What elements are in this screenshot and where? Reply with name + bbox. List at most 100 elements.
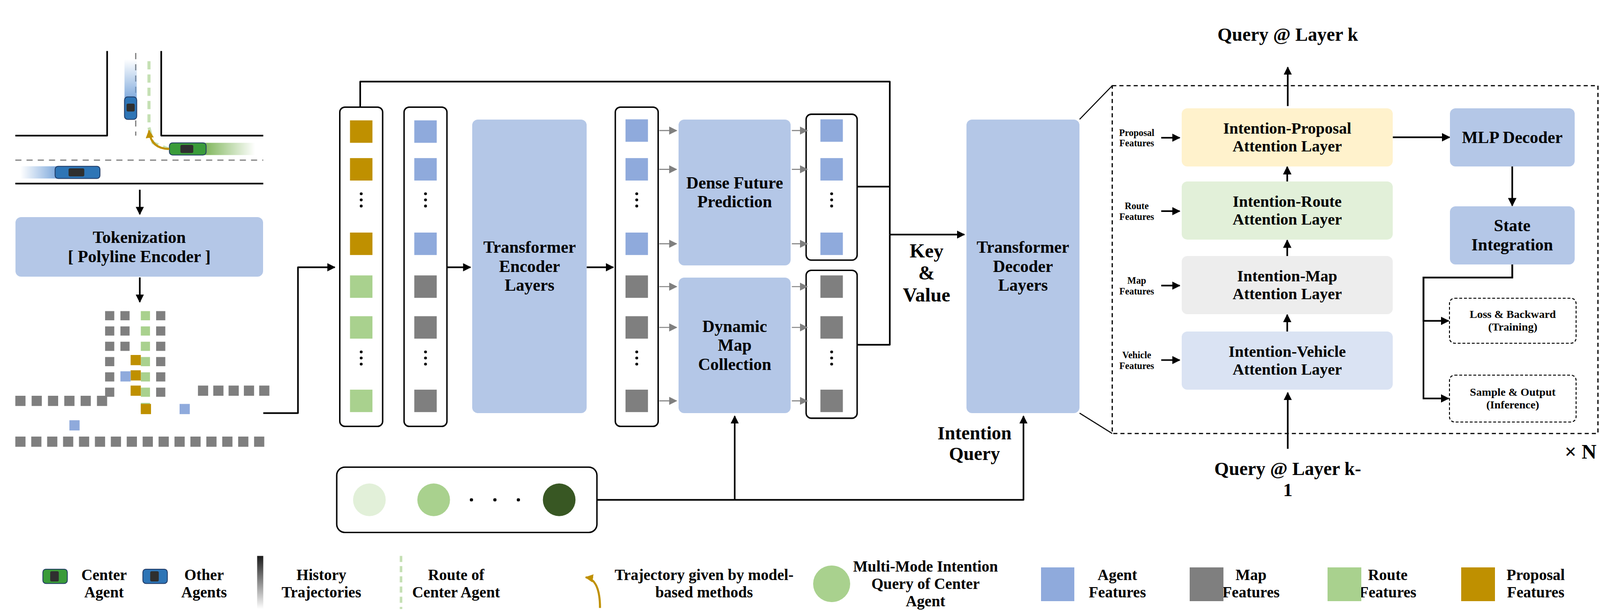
process-box: Intention-Route Attention Layer (1181, 181, 1393, 240)
map-token (206, 436, 217, 447)
legend-other-agent (143, 569, 168, 584)
ellipsis-dot (635, 362, 639, 366)
ellipsis-dot (830, 356, 833, 360)
box-label: Dense Future Prediction (685, 173, 785, 212)
intention-query-box (336, 467, 597, 533)
legend-label: Center Agent (73, 566, 136, 602)
map-token (15, 395, 26, 407)
lane-divider (15, 159, 264, 161)
legend-swatch (1189, 567, 1224, 602)
small-arrow (792, 400, 808, 402)
feature-token (820, 389, 844, 413)
feature-token (414, 120, 437, 144)
box-label: MLP Decoder (1461, 128, 1563, 147)
process-box: Tokenization[ Polyline Encoder ] (15, 217, 264, 277)
small-arrow (792, 243, 808, 245)
proposal-trajectory (149, 130, 170, 149)
map-token (105, 372, 115, 382)
map-token (110, 436, 121, 447)
small-arrow (792, 326, 808, 328)
process-box: Dense Future Prediction (678, 119, 791, 266)
flow-arrow (446, 266, 471, 268)
map-token (222, 436, 233, 447)
box-label: Intention-Vehicle Attention Layer (1200, 342, 1374, 379)
feature-token (625, 119, 649, 143)
ellipsis-dot (359, 192, 363, 196)
history-trajectory (203, 143, 256, 156)
flow-arrow (889, 233, 965, 236)
route-token (140, 372, 151, 382)
small-arrow (792, 286, 808, 287)
map-token (156, 341, 166, 352)
ellipsis-dot (635, 350, 639, 354)
feature-token (349, 389, 373, 413)
token-column (806, 114, 858, 261)
ellipsis-dot (359, 362, 363, 366)
process-box: Intention-Proposal Attention Layer (1181, 108, 1393, 167)
map-token (156, 372, 166, 382)
map-token (174, 436, 185, 447)
legend-label: Trajectory given by model-based methods (609, 566, 799, 602)
feature-token (820, 275, 844, 298)
agent-token (69, 420, 80, 431)
small-arrow (659, 286, 677, 287)
feature-token (349, 158, 373, 181)
ellipsis-dot (830, 350, 833, 354)
box-label: Loss & Backward (1469, 308, 1556, 321)
ellipsis-dot (359, 204, 363, 208)
box-label: Transformer Decoder Layers (973, 237, 1074, 295)
feature-token (625, 232, 649, 256)
map-token (64, 395, 75, 407)
box-label: [ Polyline Encoder ] (67, 247, 211, 266)
legend-label: Route Features (1350, 566, 1425, 602)
map-token (259, 385, 270, 396)
map-token (31, 395, 42, 407)
annotation-label: Proposal Features (1118, 127, 1155, 149)
ellipsis-dot (423, 198, 427, 202)
process-box: Transformer Decoder Layers (966, 119, 1080, 414)
map-token (213, 385, 224, 396)
feature-token (349, 316, 373, 339)
map-token (105, 310, 115, 321)
process-box: Transformer Encoder Layers (472, 119, 587, 414)
map-token (80, 395, 91, 407)
proposal-token (140, 403, 151, 415)
ellipsis-dot (359, 356, 363, 360)
ellipsis-dot (830, 362, 833, 366)
box-label: (Inference) (1486, 398, 1540, 412)
box-label: Intention-Proposal Attention Layer (1200, 119, 1374, 156)
road-edge (15, 51, 108, 136)
ellipsis-dot (423, 204, 427, 208)
map-token (105, 341, 115, 352)
token-column (404, 106, 447, 427)
proposal-token (130, 385, 142, 396)
process-box: Intention-Vehicle Attention Layer (1181, 331, 1393, 390)
feature-token (349, 275, 373, 298)
road-edge (161, 51, 264, 136)
map-token (120, 310, 130, 321)
intention-query (353, 483, 386, 517)
route-token (140, 326, 151, 336)
ellipsis-dot (359, 350, 363, 354)
feature-token (625, 316, 649, 339)
map-token (78, 436, 90, 447)
map-token (243, 385, 255, 396)
intention-query (417, 483, 451, 517)
route-line (149, 61, 169, 150)
legend-swatch (813, 565, 850, 603)
other-agent-car (55, 166, 101, 179)
small-arrow (659, 243, 677, 245)
legend-label: Agent Features (1080, 566, 1155, 602)
token-column (806, 270, 858, 418)
proposal-token (130, 370, 142, 381)
legend-swatch (1461, 567, 1495, 602)
map-token (62, 436, 74, 447)
feature-token (820, 316, 844, 339)
route-token (140, 387, 151, 398)
flow-arrow (1286, 392, 1289, 449)
box-label: State Integration (1456, 216, 1568, 255)
small-arrow (659, 129, 677, 131)
proposal-token (130, 354, 142, 366)
legend-swatch (1327, 567, 1362, 602)
small-arrow (659, 168, 677, 170)
